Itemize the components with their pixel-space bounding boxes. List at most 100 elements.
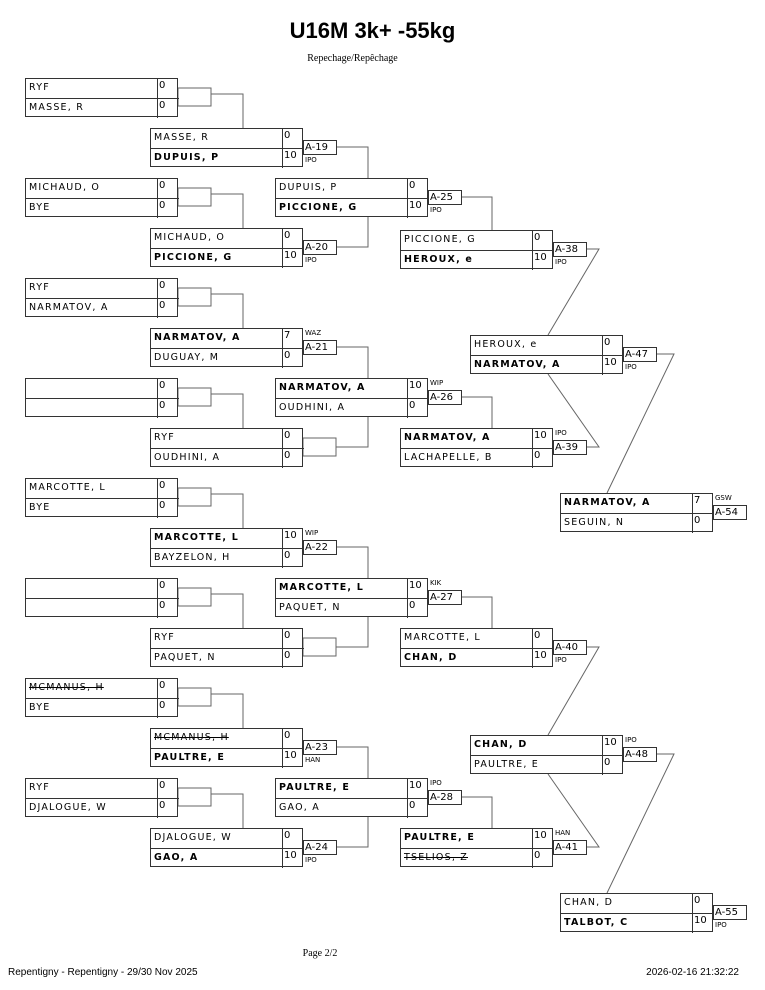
competitor-score: 0 — [157, 799, 178, 818]
connector-box — [177, 287, 212, 307]
connector-line — [337, 746, 369, 778]
competitor-name: MCMANUS, H — [29, 682, 104, 693]
connector-box — [302, 437, 337, 457]
competitor-score: 0 — [602, 336, 623, 355]
competitor-score: 10 — [407, 199, 428, 218]
match-number: A-25 — [428, 190, 462, 205]
competitor-name: BYE — [29, 702, 51, 713]
win-method: IPO — [430, 779, 442, 787]
competitor-name: NARMATOV, A — [474, 359, 561, 370]
competitor-score: 0 — [282, 349, 303, 368]
competitor-name: HEROUX, e — [404, 254, 474, 265]
win-method: IPO — [430, 206, 442, 214]
competitor-score: 10 — [282, 849, 303, 868]
competitor-name: DUPUIS, P — [154, 152, 220, 163]
competitor-score: 10 — [407, 779, 428, 798]
competitor-name: BYE — [29, 202, 51, 213]
competitor-score: 7 — [692, 494, 713, 513]
connector-line — [547, 773, 600, 848]
competitor-name: PICCIONE, G — [279, 202, 358, 213]
connector-line — [547, 248, 600, 336]
match-number: A-19 — [303, 140, 337, 155]
win-method: IPO — [305, 156, 317, 164]
competitor-name: MASSE, R — [29, 102, 84, 113]
competitor-score: 0 — [407, 799, 428, 818]
competitor-score: 0 — [157, 779, 178, 798]
connector-line — [211, 493, 244, 528]
match-number: A-21 — [303, 340, 337, 355]
connector-line — [211, 93, 244, 128]
competitor-name: MICHAUD, O — [154, 232, 226, 243]
competitor-name: LACHAPELLE, B — [404, 452, 493, 463]
competitor-score: 0 — [532, 849, 553, 868]
competitor-score: 0 — [532, 629, 553, 648]
competitor-score: 0 — [602, 756, 623, 775]
win-method: IPO — [305, 256, 317, 264]
competitor-name: NARMATOV, A — [404, 432, 491, 443]
connector-line — [337, 817, 369, 848]
competitor-score: 0 — [157, 299, 178, 318]
competitor-name: RYF — [29, 82, 50, 93]
competitor-name: DUGUAY, M — [154, 352, 220, 363]
competitor-score: 0 — [407, 179, 428, 198]
competitor-score: 0 — [532, 231, 553, 250]
competitor-row: 0 — [26, 598, 179, 618]
match-number: A-39 — [553, 440, 587, 455]
connector-line — [337, 346, 369, 378]
competitor-score: 0 — [157, 399, 178, 418]
competitor-score: 10 — [602, 356, 623, 375]
connector-line — [462, 396, 493, 428]
match-number: A-48 — [623, 747, 657, 762]
competitor-score: 10 — [407, 579, 428, 598]
competitor-score: 10 — [602, 736, 623, 755]
competitor-score: 0 — [282, 829, 303, 848]
competitor-score: 0 — [157, 179, 178, 198]
competitor-score: 0 — [157, 99, 178, 118]
competitor-name: MASSE, R — [154, 132, 209, 143]
